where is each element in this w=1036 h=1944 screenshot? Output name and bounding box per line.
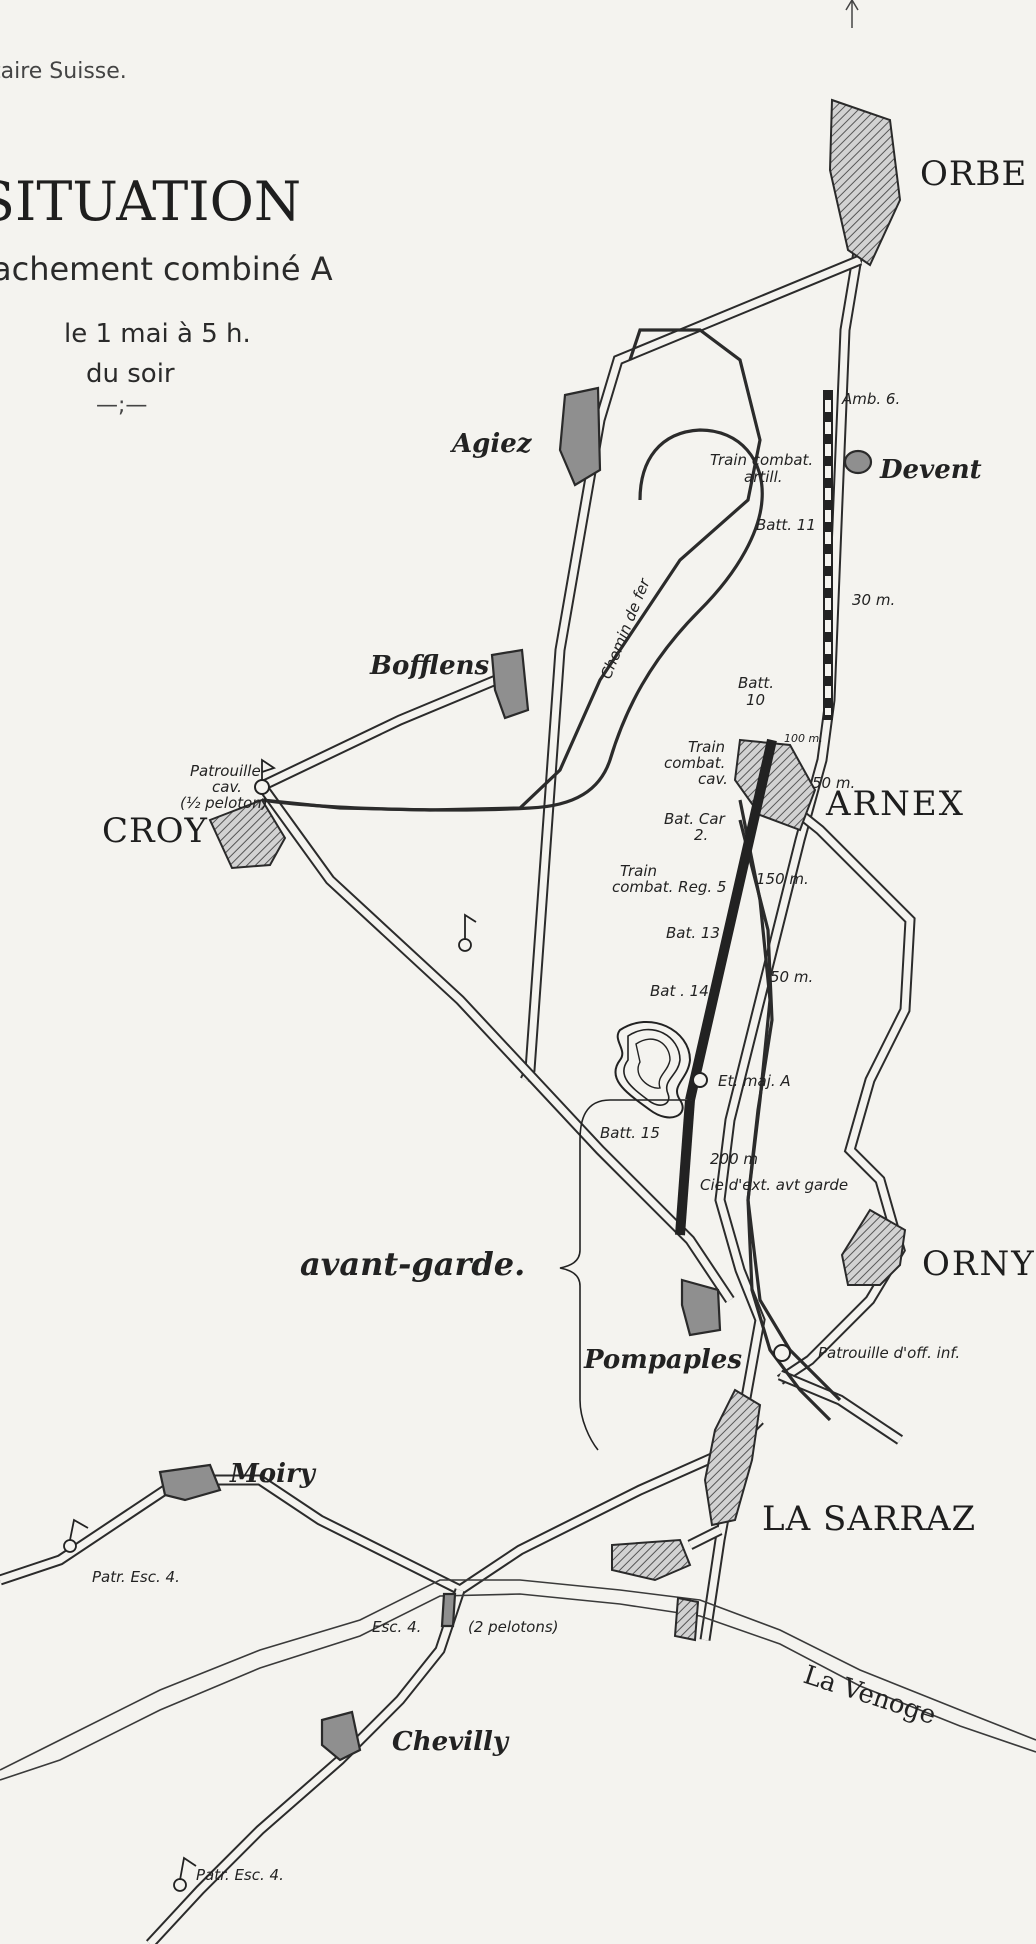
village-label-bofflens: Bofflens [369, 651, 490, 681]
town-arnex [733, 738, 817, 832]
village-label-pompaples: Pompaples [583, 1345, 742, 1375]
unit-bat14: Bat . 14 [650, 982, 709, 1000]
flag-icon-field [458, 913, 477, 952]
unit-batt11: Batt. 11 [756, 516, 816, 534]
map-time: du soir [86, 359, 175, 389]
town-orny [840, 1208, 907, 1286]
unit-d200: 200 m [710, 1150, 758, 1168]
marching-column [675, 390, 833, 1236]
village-moiry [158, 1463, 222, 1502]
flag-icon-moiry [63, 1518, 89, 1553]
unit-bat13: Bat. 13 [666, 924, 720, 942]
unit-train-artill-1: Train combat. [710, 451, 813, 469]
north-arrow-icon [845, 0, 859, 28]
unit-train-reg-1: Train [620, 862, 657, 880]
town-orbe [828, 98, 902, 267]
unit-train-cav-2: combat. [664, 754, 725, 772]
patrol-marker-lasarraz [773, 1344, 791, 1362]
road-network [0, 239, 916, 1944]
unit-bat-car-1: Bat. Car [664, 810, 726, 828]
unit-train-artill-2: artill. [744, 468, 783, 486]
unit-batt10-1: Batt. [738, 674, 774, 692]
town-label-orny: ORNY [922, 1244, 1036, 1284]
unit-d100: 100 m. [784, 732, 823, 745]
village-label-chevilly: Chevilly [392, 1727, 510, 1757]
unit-d50a: 50 m. [812, 774, 855, 792]
unit-esc4-pel: (2 pelotons) [468, 1618, 559, 1636]
unit-amb: Amb. 6. [841, 390, 900, 408]
village-bofflens [490, 648, 530, 720]
town-la-sarraz [703, 1388, 762, 1527]
unit-batt15: Batt. 15 [600, 1124, 660, 1142]
unit-cie: Cie d'ext. avt garde [700, 1176, 848, 1194]
avant-garde-brace [559, 1099, 690, 1451]
title-ornament: —;— [96, 393, 147, 418]
village-agiez [558, 386, 602, 487]
unit-d30: 30 m. [852, 591, 895, 609]
town-label-orbe: ORBE [920, 154, 1027, 194]
river-venoge [0, 1579, 1036, 1781]
village-label-agiez: Agiez [449, 429, 533, 459]
unit-d150: 150 m. [756, 870, 809, 888]
town-label-arnex: ARNEX [825, 784, 965, 824]
village-chevilly [320, 1710, 362, 1762]
railway-line [261, 328, 762, 812]
unit-batt10-2: 10 [746, 691, 765, 709]
flag-icon-croy [254, 758, 277, 795]
map-date: le 1 mai à 5 h. [64, 319, 251, 349]
map-subtitle: achement combiné A [0, 250, 333, 288]
unit-esc4: Esc. 4. [372, 1618, 421, 1636]
unit-patr-cav-2: cav. [212, 778, 242, 796]
unit-bat-car-2: 2. [694, 826, 708, 844]
unit-d50b: 50 m. [770, 968, 813, 986]
railway-label: Chemin de fer [597, 575, 654, 681]
town-croy [208, 798, 287, 870]
town-label-la-sarraz: LA SARRAZ [762, 1499, 976, 1539]
unit-patr-esc-south: Patr. Esc. 4. [196, 1866, 284, 1884]
unit-avant-garde: avant-garde. [300, 1245, 525, 1283]
town-label-croy: CROY [102, 811, 208, 851]
unit-patr-esc-moiry: Patr. Esc. 4. [92, 1568, 180, 1586]
flag-icon-south [173, 1856, 197, 1892]
unit-train-reg-2: combat. Reg. 5 [612, 878, 726, 896]
unit-train-cav-1: Train [688, 738, 725, 756]
unit-patr-off: Patrouille d'off. inf. [818, 1344, 960, 1362]
village-label-moiry: Moiry [229, 1459, 317, 1489]
village-label-devent: Devent [879, 455, 982, 485]
river-label: La Venoge [800, 1660, 940, 1731]
unit-patr-cav-1: Patrouille [190, 762, 261, 780]
railway-loop [261, 428, 764, 812]
railway-south [738, 819, 832, 1422]
village-devent [843, 449, 873, 475]
village-small-south [611, 1538, 692, 1582]
village-venoge-mill [673, 1596, 700, 1642]
publisher-text: taire Suisse. [0, 59, 127, 84]
village-esc4-spot [440, 1592, 457, 1628]
map-title: SITUATION [0, 170, 301, 233]
village-pompaples [680, 1278, 722, 1337]
unit-train-cav-3: cav. [698, 770, 728, 788]
unit-patr-cav-3: (½ peloton) [180, 794, 268, 812]
hill-contour [614, 1020, 692, 1119]
unit-etmaj: Et. maj. A [718, 1072, 791, 1090]
